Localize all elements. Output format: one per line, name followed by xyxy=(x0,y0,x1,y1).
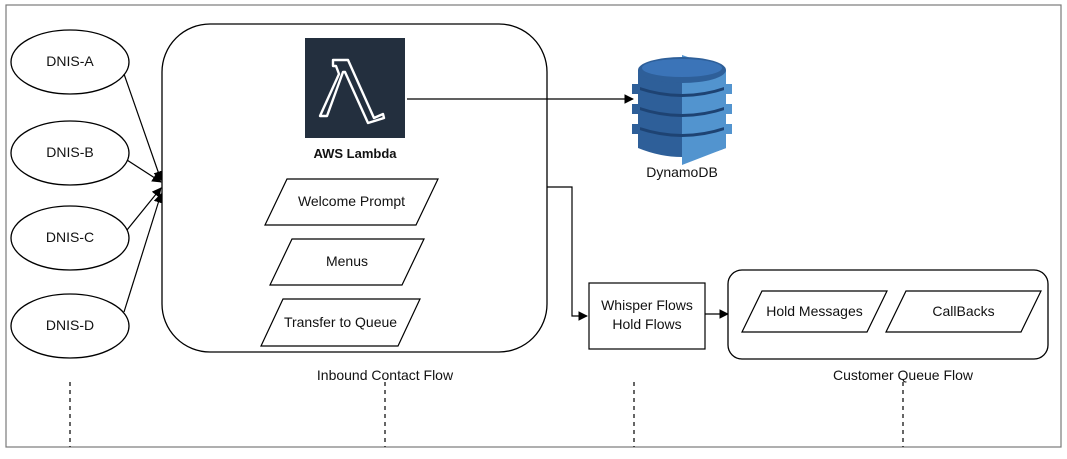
inbound-contact-flow-caption: Inbound Contact Flow xyxy=(316,367,454,383)
welcome-prompt-shape xyxy=(264,178,439,226)
menus-label: Menus xyxy=(325,253,369,270)
callbacks-shape xyxy=(885,290,1042,333)
arrow-dnis-a xyxy=(123,73,163,181)
whisper-flows-label: Whisper Flows xyxy=(601,297,693,313)
dnis-a-ellipse xyxy=(10,29,130,95)
hold-messages-shape xyxy=(741,290,888,333)
transfer-to-queue-label: Transfer to Queue xyxy=(283,313,398,330)
dnis-d-label: DNIS-D xyxy=(45,317,95,334)
whisper-hold-flows-box xyxy=(588,282,706,350)
dnis-d-ellipse xyxy=(10,293,130,359)
transfer-to-queue-shape xyxy=(260,298,421,347)
dnis-b-ellipse xyxy=(10,120,130,186)
lambda-label: AWS Lambda xyxy=(313,146,397,161)
hold-flows-label: Hold Flows xyxy=(612,316,682,332)
arrow-inbound-to-whisper xyxy=(547,186,588,321)
arrow-dnis-b xyxy=(126,159,162,183)
dnis-c-label: DNIS-C xyxy=(45,229,95,246)
dynamodb-label: DynamoDB xyxy=(646,164,718,180)
outer-frame xyxy=(5,4,1062,448)
dnis-c-ellipse xyxy=(10,205,130,271)
dnis-a-label: DNIS-A xyxy=(46,53,94,70)
customer-queue-flow-caption: Customer Queue Flow xyxy=(832,367,974,383)
menus-shape xyxy=(269,238,425,286)
lambda-symbol-icon xyxy=(318,58,386,125)
dynamodb-icon xyxy=(632,55,732,165)
callbacks-label: CallBacks xyxy=(932,302,995,319)
lambda-icon xyxy=(305,38,405,138)
dnis-b-label: DNIS-B xyxy=(46,144,94,161)
arrow-dnis-d xyxy=(123,193,163,313)
hold-messages-label: Hold Messages xyxy=(766,302,863,319)
welcome-prompt-label: Welcome Prompt xyxy=(297,193,406,210)
